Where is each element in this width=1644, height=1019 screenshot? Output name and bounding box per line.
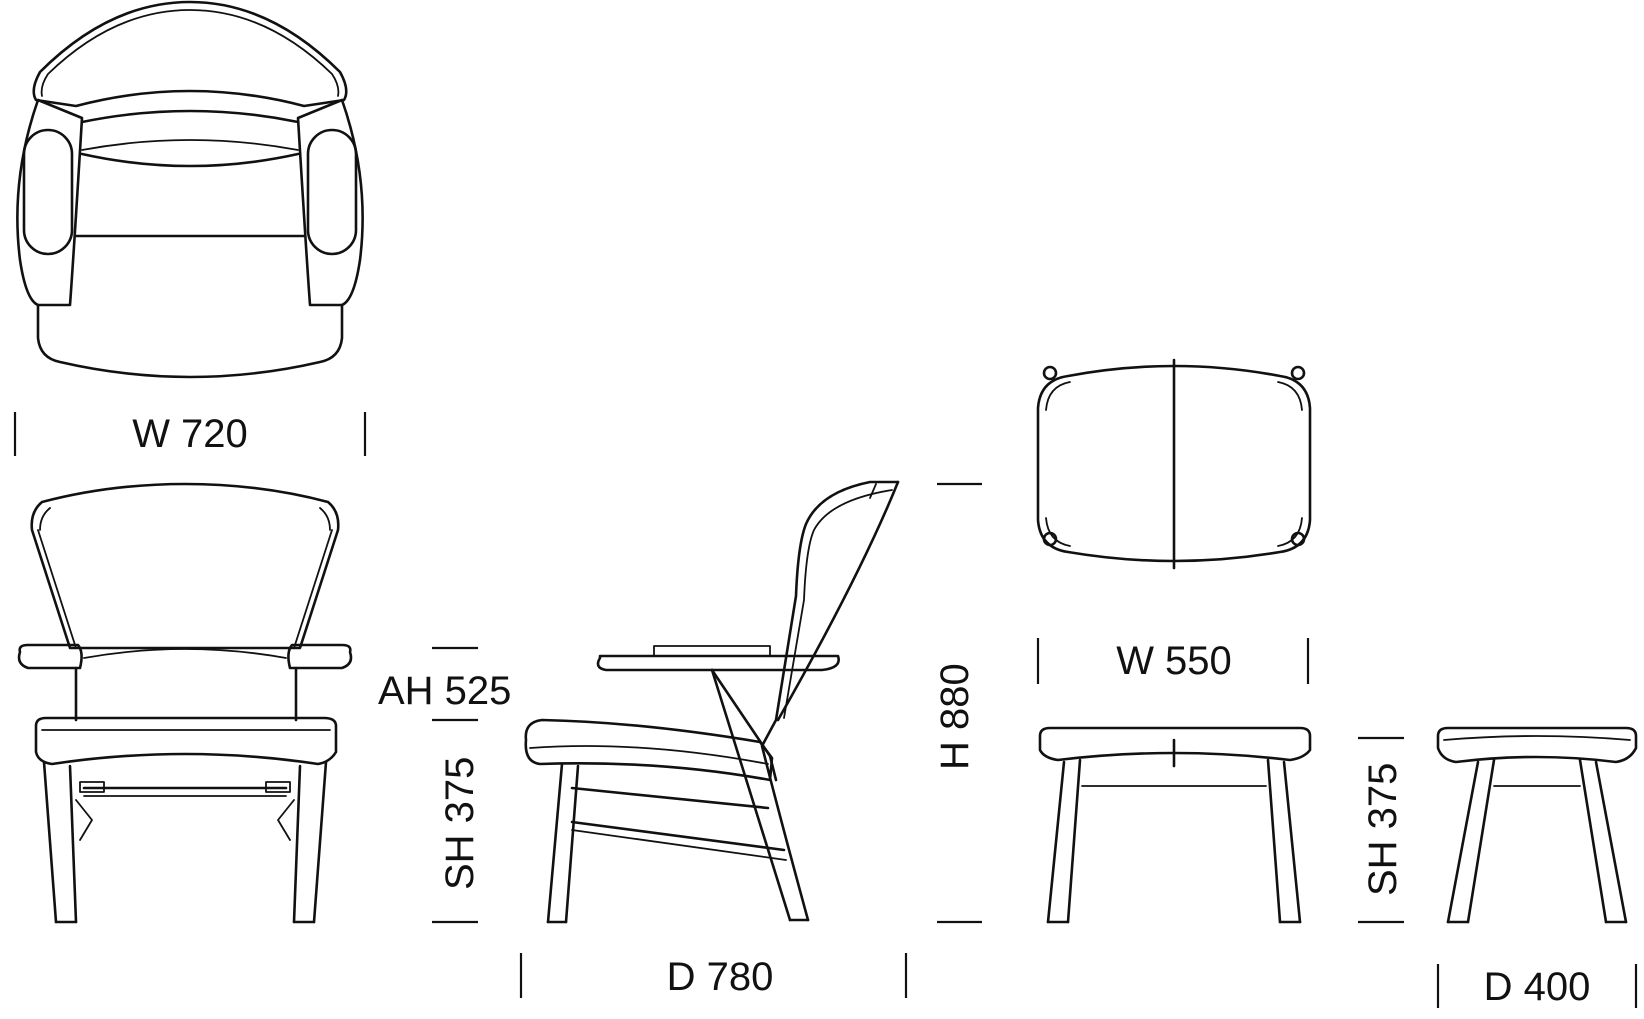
label-chair-seat-height: SH 375 [438,757,482,890]
label-chair-width: W 720 [132,412,248,456]
dimension-stool-seat-height: SH 375 [1358,736,1405,924]
label-chair-height: H 880 [933,663,977,770]
dimension-chair-armrest-seat: AH 525 SH 375 [378,646,511,924]
label-chair-depth: D 780 [667,955,774,999]
chair-side-view [524,480,900,924]
dimension-chair-height: H 880 [933,482,982,924]
label-stool-width: W 550 [1116,639,1232,683]
dimension-chair-depth: D 780 [519,953,908,999]
stool-front-view [1038,726,1312,924]
chair-front-view [17,482,353,924]
dimension-chair-width: W 720 [13,412,367,456]
stool-top-view [1036,358,1312,570]
label-stool-depth: D 400 [1484,965,1591,1009]
chair-top-view [16,0,364,379]
dimension-stool-depth: D 400 [1436,964,1638,1009]
label-stool-seat-height: SH 375 [1361,763,1405,896]
stool-side-view [1436,726,1638,924]
label-chair-armrest-height: AH 525 [378,669,511,713]
dimension-stool-width: W 550 [1036,638,1310,684]
